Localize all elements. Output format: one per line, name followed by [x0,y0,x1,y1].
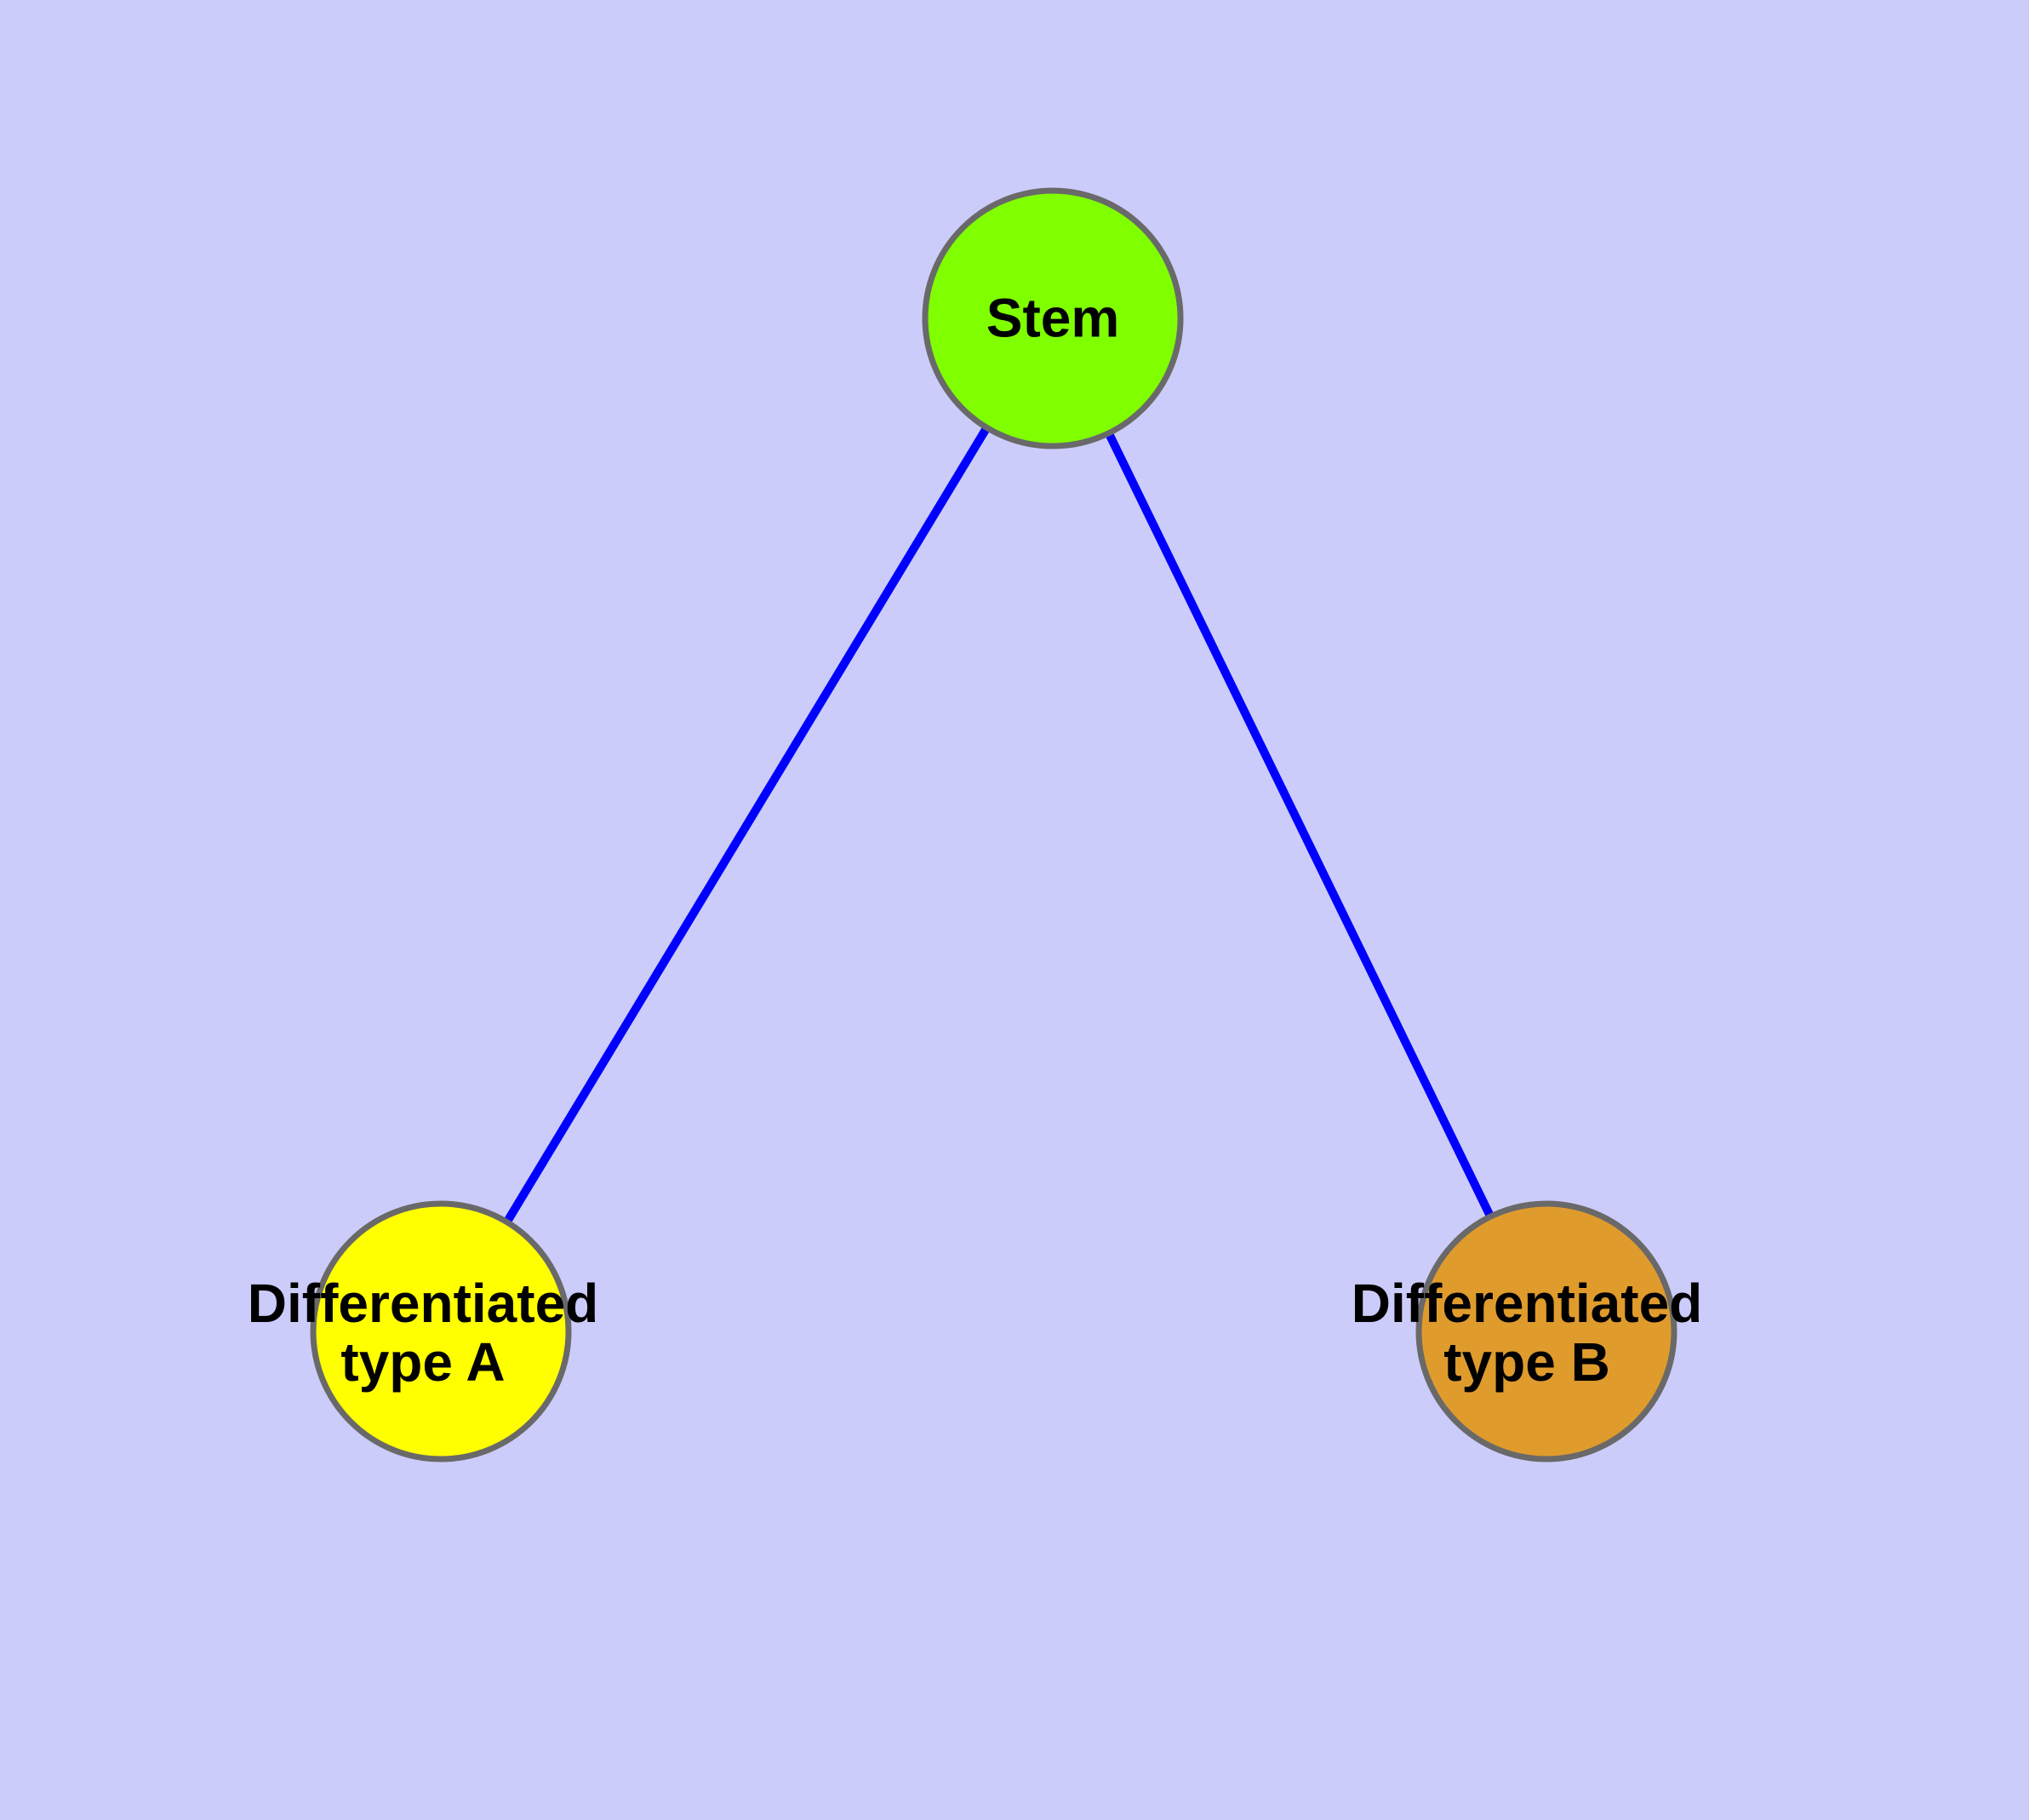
graph-edge-stem-to-b [1103,428,1496,1222]
graph-edge-stem-to-a [501,422,992,1228]
graph-node-diff-b[interactable] [1415,1200,1677,1462]
node-layer [310,187,1677,1462]
graph-node-diff-a[interactable] [310,1200,572,1462]
edge-layer [501,422,1496,1228]
graph-node-stem[interactable] [922,187,1184,449]
